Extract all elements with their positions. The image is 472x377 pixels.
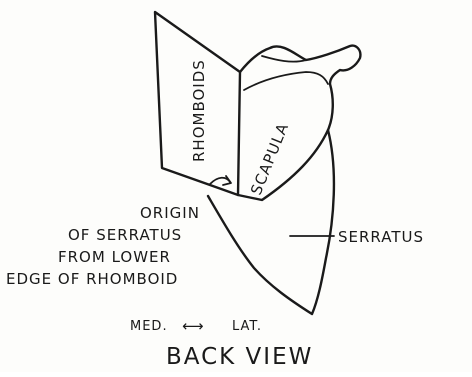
origin-label-line1: ORIGIN <box>140 204 200 222</box>
origin-label-line4: EDGE OF RHOMBOID <box>6 270 178 288</box>
view-title: BACK VIEW <box>166 344 313 370</box>
origin-label-line3: FROM LOWER <box>58 248 171 266</box>
scapula-label: SCAPULA <box>247 120 292 197</box>
serratus-label: SERRATUS <box>338 228 424 246</box>
rhomboids-label: RHOMBOIDS <box>190 59 208 162</box>
origin-label-line2: OF SERRATUS <box>68 226 182 244</box>
scapula-ridge <box>244 72 328 90</box>
direction-arrow-icon: ⟷ <box>182 317 205 335</box>
direction-medial-label: MED. <box>130 319 168 334</box>
direction-lateral-label: LAT. <box>232 319 262 334</box>
